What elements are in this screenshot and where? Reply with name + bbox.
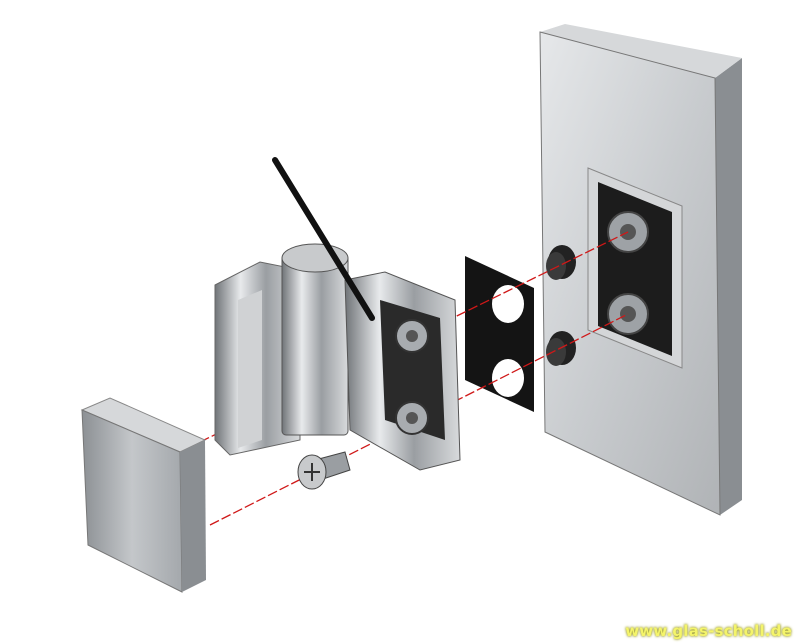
glass-clamp-plate [587, 167, 683, 369]
hinge-pin-tool [272, 157, 375, 321]
watermark: www.glas-scholl.de [625, 622, 792, 640]
bushings [546, 245, 576, 366]
screw [297, 451, 351, 490]
gasket [465, 256, 534, 412]
hinge-body [214, 243, 461, 471]
cover-cap [80, 397, 207, 593]
